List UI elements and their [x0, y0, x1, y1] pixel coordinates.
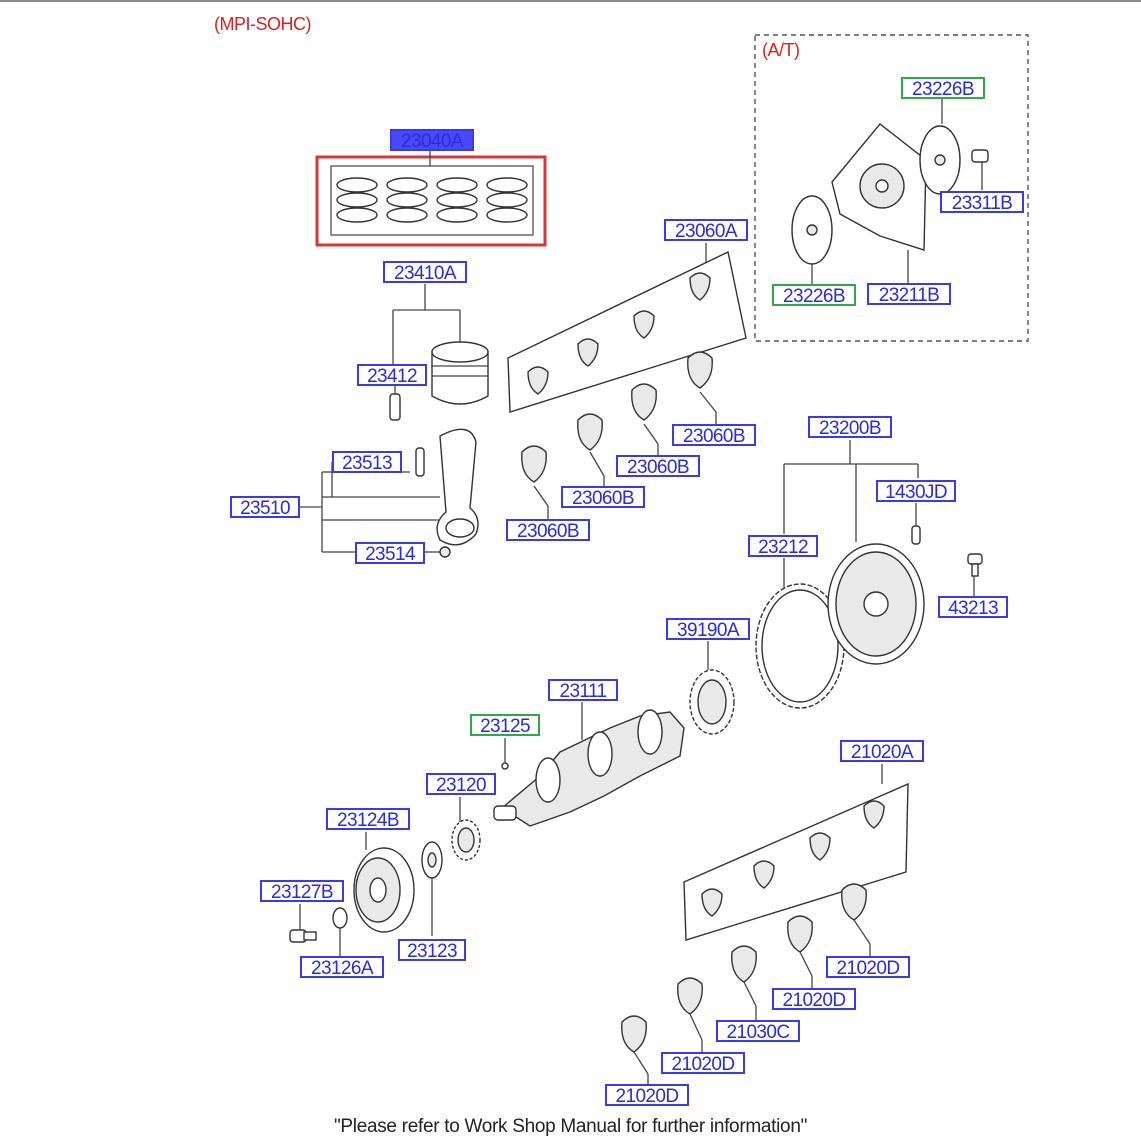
part-23513-label[interactable]: 23513 [332, 451, 402, 474]
main-bearing-lower-2-icon [677, 977, 703, 1015]
crank-pulley-icon [353, 847, 415, 933]
adapter-plate-bottom-icon [791, 195, 833, 265]
part-23060B-label-2[interactable]: 23060B [616, 455, 700, 478]
crank-sprocket-icon [689, 669, 735, 735]
at-section-label: (A/T) [762, 40, 800, 60]
part-1430JD-label[interactable]: 1430JD [876, 480, 956, 503]
main-bearing-lower-1-icon [621, 1015, 647, 1053]
part-23040A-label[interactable]: 23040A [390, 129, 474, 152]
part-23212-label[interactable]: 23212 [748, 535, 818, 558]
part-23060A-label[interactable]: 23060A [664, 219, 748, 242]
bearing-set-upper-icon [507, 250, 747, 413]
part-21020A-label[interactable]: 21020A [840, 740, 924, 763]
bearing-lower-3-icon [631, 383, 657, 421]
piston-rings-icon [336, 177, 528, 223]
part-23060B-label-4[interactable]: 23060B [506, 519, 590, 542]
flywheel-bolt-icon [967, 553, 983, 577]
part-23060B-label-3[interactable]: 23060B [561, 486, 645, 509]
bearing-lower-4-icon [687, 351, 713, 389]
piston-icon [431, 341, 489, 405]
part-23125-label[interactable]: 23125 [470, 714, 540, 737]
part-21020D-label-2[interactable]: 21020D [772, 988, 856, 1011]
dowel-pin-icon [911, 525, 921, 545]
connecting-rod-icon [415, 428, 479, 558]
part-23127B-label[interactable]: 23127B [260, 880, 344, 903]
bearing-lower-2-icon [577, 413, 603, 451]
at-section-box [754, 34, 1029, 342]
part-23200B-label[interactable]: 23200B [808, 416, 892, 439]
engine-variant-label: (MPI-SOHC) [214, 14, 312, 34]
top-rule [0, 0, 1141, 2]
part-21030C-label[interactable]: 21030C [716, 1020, 800, 1043]
part-23123-label[interactable]: 23123 [398, 939, 466, 962]
part-23514-label[interactable]: 23514 [355, 542, 425, 565]
part-23412-label[interactable]: 23412 [357, 364, 427, 387]
part-43213-label[interactable]: 43213 [938, 596, 1008, 619]
pulley-washer-icon [332, 907, 348, 929]
part-23510-label[interactable]: 23510 [230, 496, 300, 519]
bearing-lower-1-icon [521, 445, 547, 483]
part-23211B-label[interactable]: 23211B [867, 283, 951, 306]
adapter-plate-top-icon [919, 125, 961, 195]
part-23120-label[interactable]: 23120 [426, 773, 496, 796]
part-23311B-label[interactable]: 23311B [940, 191, 1024, 214]
part-39190A-label[interactable]: 39190A [666, 618, 750, 641]
main-bearing-upper-icon [683, 782, 909, 941]
main-bearing-lower-4-icon [841, 883, 867, 921]
flywheel-icon [827, 543, 925, 665]
part-23126A-label[interactable]: 23126A [300, 956, 384, 979]
washer-icon [421, 841, 443, 879]
selected-part-highlight [315, 155, 547, 247]
piston-pin-icon [389, 393, 401, 421]
part-23226B-label-top[interactable]: 23226B [901, 77, 985, 100]
part-23124B-label[interactable]: 23124B [326, 808, 410, 831]
crankshaft-icon [493, 709, 685, 827]
part-21020D-label-1[interactable]: 21020D [826, 956, 910, 979]
drive-plate-bolt-icon [971, 149, 989, 163]
part-23111-label[interactable]: 23111 [548, 679, 618, 702]
pulley-bolt-icon [289, 929, 317, 943]
main-bearing-lower-3-icon [787, 915, 813, 953]
drive-plate-icon [831, 123, 927, 251]
footnote-text: "Please refer to Work Shop Manual for fu… [333, 1116, 808, 1137]
thrust-bearing-icon [731, 945, 757, 983]
part-21020D-label-4[interactable]: 21020D [605, 1084, 689, 1107]
timing-gear-icon [451, 819, 481, 861]
ring-set-frame [330, 165, 534, 236]
part-23226B-label-bottom[interactable]: 23226B [772, 284, 856, 307]
part-23410A-label[interactable]: 23410A [383, 261, 467, 284]
part-23060B-label-1[interactable]: 23060B [672, 424, 756, 447]
part-21020D-label-3[interactable]: 21020D [661, 1052, 745, 1075]
